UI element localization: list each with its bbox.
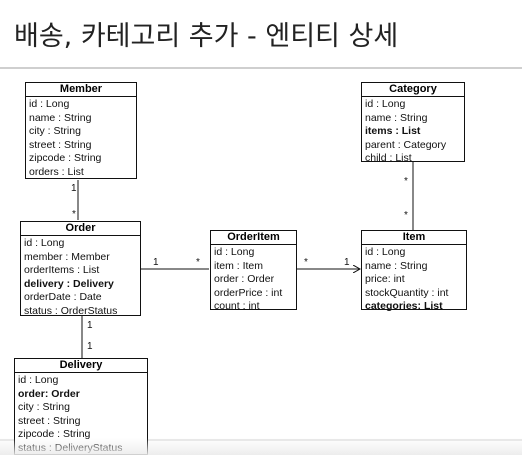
multiplicity-label: * <box>304 257 308 268</box>
entity-field: name : String <box>365 259 428 272</box>
entity-field: name : String <box>29 111 92 124</box>
entity-field: street : String <box>29 138 92 151</box>
entity-field: status : DeliveryStatus <box>18 441 123 454</box>
multiplicity-label: * <box>72 209 76 220</box>
entity-name: Delivery <box>15 359 147 373</box>
entity-field: orderItems : List <box>24 264 100 276</box>
entity-field: city : String <box>29 125 81 137</box>
entity-field: id : Long <box>214 246 255 258</box>
entity-field: order: Order <box>18 387 80 400</box>
entity-field: order : Order <box>214 273 275 285</box>
entity-field: id : Long <box>365 246 406 258</box>
entity-field: categories: List <box>365 300 443 312</box>
entity-name: Item <box>362 231 466 245</box>
entity-name: OrderItem <box>211 231 296 245</box>
entity-field: name : String <box>365 111 428 124</box>
multiplicity-label: * <box>404 176 408 187</box>
entity-field: status : OrderStatus <box>24 304 118 317</box>
entity-field: items : List <box>365 125 421 137</box>
entity-field: child : List <box>365 152 412 164</box>
multiplicity-label: 1 <box>344 257 350 268</box>
entity-field: member : Member <box>24 250 110 263</box>
entity-name: Order <box>21 222 140 236</box>
entity-field: price: int <box>365 273 405 285</box>
entity-field: city : String <box>18 401 70 413</box>
entity-field: orderDate : Date <box>24 291 102 303</box>
entity-field: zipcode : String <box>29 152 102 164</box>
entity-field: stockQuantity : int <box>365 286 449 299</box>
multiplicity-label: 1 <box>71 183 77 194</box>
title-divider <box>0 67 522 69</box>
entity-field: parent : Category <box>365 138 447 151</box>
entity-field: zipcode : String <box>18 428 91 440</box>
entity-field: orders : List <box>29 165 84 178</box>
multiplicity-label: 1 <box>87 320 93 331</box>
entity-field: id : Long <box>365 98 406 110</box>
multiplicity-label: * <box>196 257 200 268</box>
entity-field: item : Item <box>214 259 264 272</box>
multiplicity-label: 1 <box>87 341 93 352</box>
entity-field: street : String <box>18 414 81 427</box>
entity-field: id : Long <box>29 98 70 110</box>
entity-field: id : Long <box>18 374 59 386</box>
multiplicity-label: * <box>404 210 408 221</box>
entity-field: count : int <box>214 300 260 312</box>
entity-field: orderPrice : int <box>214 286 283 299</box>
entity-name: Category <box>362 83 464 97</box>
entity-field: id : Long <box>24 237 65 249</box>
entity-name: Member <box>26 83 136 97</box>
page-title: 배송, 카테고리 추가 - 엔티티 상세 <box>14 21 399 52</box>
multiplicity-label: 1 <box>153 257 159 268</box>
entity-field: delivery : Delivery <box>24 277 114 290</box>
